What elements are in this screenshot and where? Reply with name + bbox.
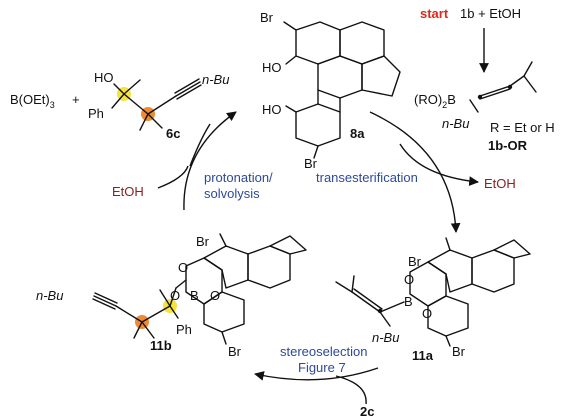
label-11b-ph: Ph xyxy=(176,322,192,337)
etoh-left-label: EtOH xyxy=(112,184,144,199)
label-boronate: (RO)2B xyxy=(414,92,456,110)
label-8a-br-top: Br xyxy=(260,10,274,25)
label-1b-or-nbu: n-Bu xyxy=(442,116,469,131)
label-11b-o-top: O xyxy=(178,260,188,275)
etoh-right-label: EtOH xyxy=(484,176,516,191)
step-stereoselection-label: stereoselection xyxy=(280,344,367,359)
label-8a-br-bottom: Br xyxy=(304,156,318,171)
label-6c-ho: HO xyxy=(94,70,114,85)
label-11a-o-top: O xyxy=(404,272,414,287)
label-11a-br-top: Br xyxy=(408,254,422,269)
step-solvolysis-label: solvolysis xyxy=(204,186,260,201)
compound-2c-label: 2c xyxy=(360,404,374,419)
compound-11b-label: 11b xyxy=(150,338,172,353)
label-11a-nbu: n-Bu xyxy=(372,330,399,345)
label-11b-b: B xyxy=(190,288,199,303)
compound-1b-or-label: 1b-OR xyxy=(488,138,528,153)
compound-1b-or-structure xyxy=(469,61,537,113)
label-6c-nbu: n-Bu xyxy=(202,72,229,87)
arrow-transesterification xyxy=(369,111,461,233)
step-transesterification-label: transesterification xyxy=(316,170,418,185)
step-protonation-label: protonation/ xyxy=(204,170,273,185)
arrow-etoh-out xyxy=(399,143,479,186)
arrow-protonation xyxy=(183,111,237,211)
label-11b-o-left: O xyxy=(170,288,180,303)
label-8a-ho-bottom: HO xyxy=(262,102,282,117)
compound-6c-label: 6c xyxy=(166,126,180,141)
arrow-etoh-in xyxy=(157,165,189,189)
compound-8a-label: 8a xyxy=(350,126,365,141)
label-11a-o-bottom: O xyxy=(422,306,432,321)
label-6c-ph: Ph xyxy=(88,106,104,121)
compound-8a-structure xyxy=(283,21,401,159)
start-reagents: 1b + EtOH xyxy=(460,6,521,21)
label-11b-br-top: Br xyxy=(196,234,210,249)
compound-11a-structure xyxy=(335,237,531,347)
label-r-definition: R = Et or H xyxy=(490,120,555,135)
label-8a-ho-top: HO xyxy=(262,60,282,75)
label-11a-br-bottom: Br xyxy=(452,344,466,359)
label-11b-br-bottom: Br xyxy=(228,344,242,359)
label-11b-o-right: O xyxy=(210,288,220,303)
start-label: start xyxy=(420,6,449,21)
step-figure7-label: Figure 7 xyxy=(298,360,346,375)
arrow-2c-in xyxy=(335,375,367,405)
label-11b-nbu: n-Bu xyxy=(36,288,63,303)
arrow-stereoselection xyxy=(254,367,379,381)
label-b-oet3: B(OEt)3 xyxy=(10,92,55,110)
compound-11b-structure xyxy=(92,233,307,345)
compound-6c-structure xyxy=(111,78,202,131)
label-plus: + xyxy=(72,92,80,107)
label-11a-b: B xyxy=(404,294,413,309)
arrow-to-6c xyxy=(189,123,211,167)
compound-11a-label: 11a xyxy=(412,348,434,363)
